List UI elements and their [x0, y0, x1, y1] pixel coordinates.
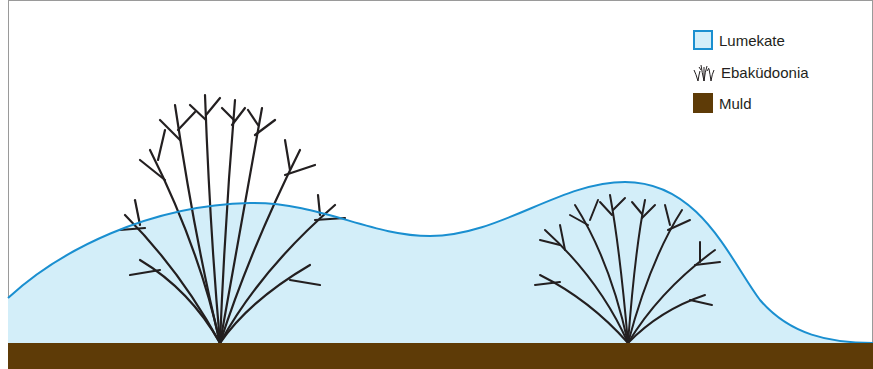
snow-cover	[8, 182, 873, 343]
soil-layer	[8, 343, 873, 369]
legend-row: Muld	[693, 92, 752, 114]
legend-label: Ebaküdoonia	[721, 64, 809, 81]
legend-row: Lumekate	[693, 29, 785, 51]
shrub-right	[535, 195, 720, 343]
legend-row: Ebaküdoonia	[693, 61, 809, 83]
legend-swatch	[693, 30, 713, 50]
frame	[9, 1, 873, 361]
shrub-icon	[693, 62, 715, 82]
legend-label: Muld	[719, 95, 752, 112]
legend-swatch	[693, 93, 713, 113]
snow-outline	[8, 182, 873, 343]
legend-label: Lumekate	[719, 32, 785, 49]
